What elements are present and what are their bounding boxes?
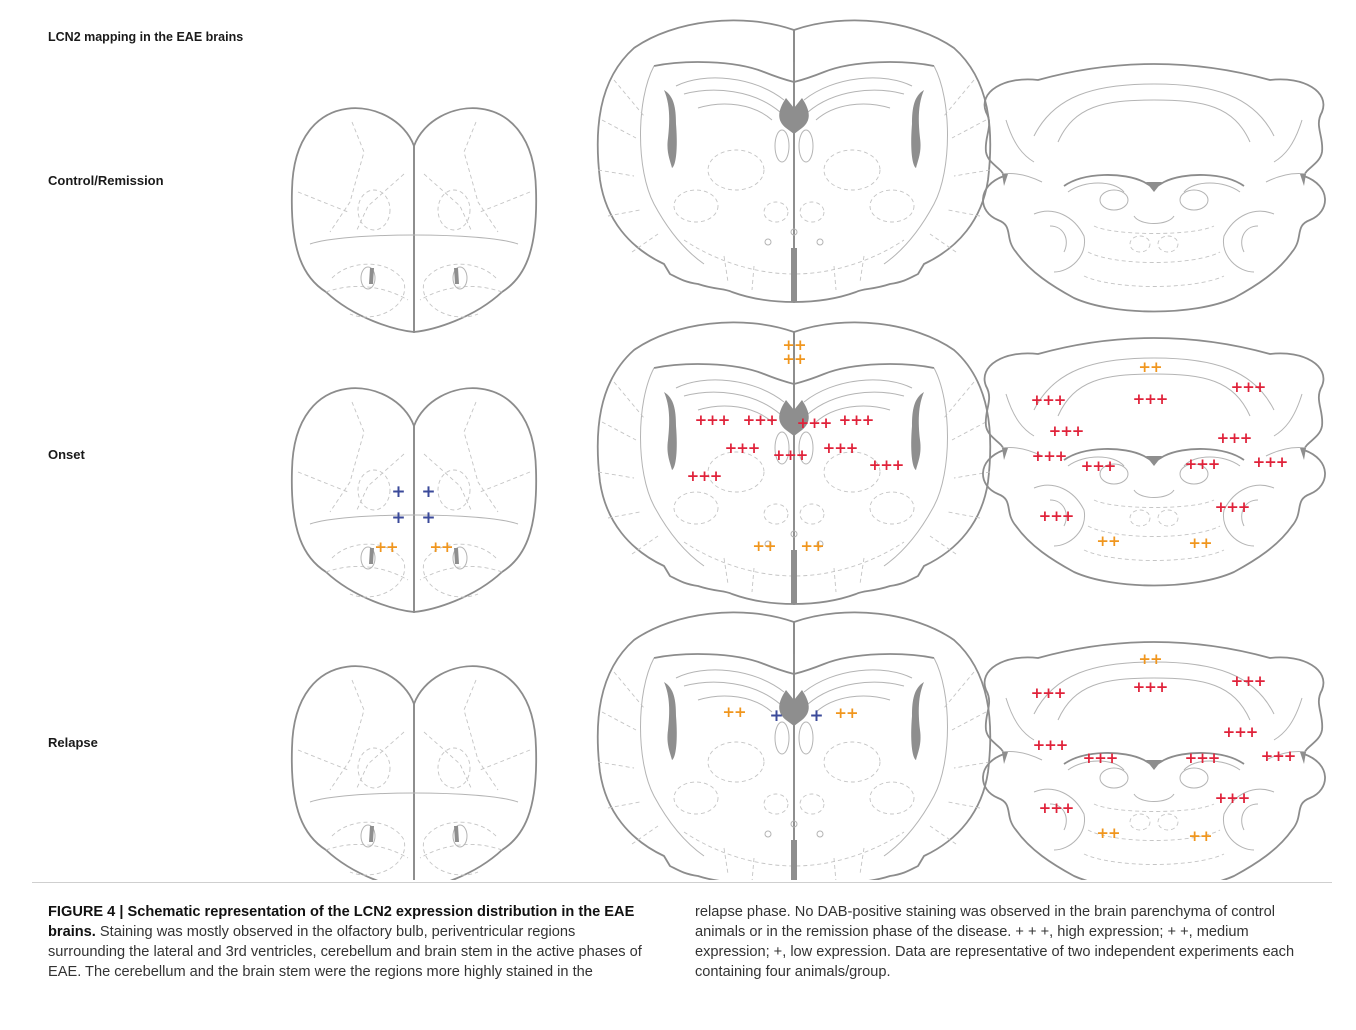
expression-marker-high: +++ [1231,672,1266,690]
expression-marker-low: + [391,508,404,528]
expression-marker-medium: ++ [782,336,805,354]
expression-marker-high: +++ [1215,498,1250,516]
row-label-relapse: Relapse [48,735,98,750]
expression-marker-high: +++ [1033,736,1068,754]
expression-marker-high: +++ [1253,453,1288,471]
expression-marker-medium: ++ [1138,650,1161,668]
expression-marker-high: +++ [1185,749,1220,767]
expression-marker-high: +++ [1031,391,1066,409]
expression-marker-medium: ++ [752,537,775,555]
caption-column-left: FIGURE 4 | Schematic representation of t… [48,902,646,982]
expression-marker-high: +++ [839,411,874,429]
expression-marker-high: +++ [869,456,904,474]
expression-marker-high: +++ [1231,378,1266,396]
forebrain-section-relapse [596,611,992,880]
row-label-onset: Onset [48,447,85,462]
expression-marker-medium: ++ [1188,827,1211,845]
olfactory-bulb-section-onset [290,387,538,613]
expression-marker-high: +++ [1039,507,1074,525]
expression-marker-high: +++ [1133,390,1168,408]
expression-marker-high: +++ [1223,723,1258,741]
expression-marker-medium: ++ [1188,534,1211,552]
row-label-control-remission: Control/Remission [48,173,164,188]
expression-marker-high: +++ [725,439,760,457]
expression-marker-high: +++ [743,411,778,429]
expression-marker-medium: ++ [1138,358,1161,376]
figure-caption: FIGURE 4 | Schematic representation of t… [0,882,1356,1030]
expression-marker-medium: ++ [800,537,823,555]
expression-marker-low: + [421,482,434,502]
expression-marker-high: +++ [1185,455,1220,473]
expression-marker-low: + [421,508,434,528]
expression-markers: ++++++++++++++++++++++++++++++++++++++++… [374,336,1296,845]
forebrain-section-control [596,19,992,303]
expression-marker-high: +++ [1215,789,1250,807]
caption-text-left: Staining was mostly observed in the olfa… [48,924,642,980]
expression-marker-high: +++ [1133,678,1168,696]
expression-marker-high: +++ [1261,747,1296,765]
expression-marker-medium: ++ [834,704,857,722]
expression-marker-medium: ++ [1096,824,1119,842]
expression-marker-high: +++ [1039,799,1074,817]
expression-marker-low: + [769,706,782,726]
expression-marker-high: +++ [1049,422,1084,440]
expression-marker-high: +++ [1217,429,1252,447]
expression-marker-high: +++ [1031,684,1066,702]
expression-marker-low: + [391,482,404,502]
caption-title: FIGURE 4 | Schematic representation of t… [48,904,635,940]
expression-marker-high: +++ [1081,457,1116,475]
caption-divider [32,882,1332,883]
expression-marker-high: +++ [695,411,730,429]
hindbrain-section-control [982,63,1326,313]
expression-marker-high: +++ [773,446,808,464]
olfactory-bulb-section-relapse [290,665,538,880]
caption-text-right: relapse phase. No DAB-positive staining … [695,904,1295,980]
figure-panel: ++++++++++++++++++++++++++++++++++++++++… [48,19,1326,880]
expression-marker-medium: ++ [374,538,397,556]
brain-sections-diagram: ++++++++++++++++++++++++++++++++++++++++… [290,19,1326,880]
expression-marker-medium: ++ [782,350,805,368]
expression-marker-medium: ++ [429,538,452,556]
expression-marker-high: +++ [1083,749,1118,767]
expression-marker-high: +++ [687,467,722,485]
expression-marker-high: +++ [823,439,858,457]
caption-column-right: relapse phase. No DAB-positive staining … [695,902,1315,982]
expression-marker-medium: ++ [1096,532,1119,550]
panel-title: LCN2 mapping in the EAE brains [48,30,244,44]
expression-marker-high: +++ [1032,447,1067,465]
expression-marker-medium: ++ [722,703,745,721]
olfactory-bulb-section-control [290,107,538,333]
expression-marker-low: + [809,706,822,726]
expression-marker-high: +++ [797,414,832,432]
